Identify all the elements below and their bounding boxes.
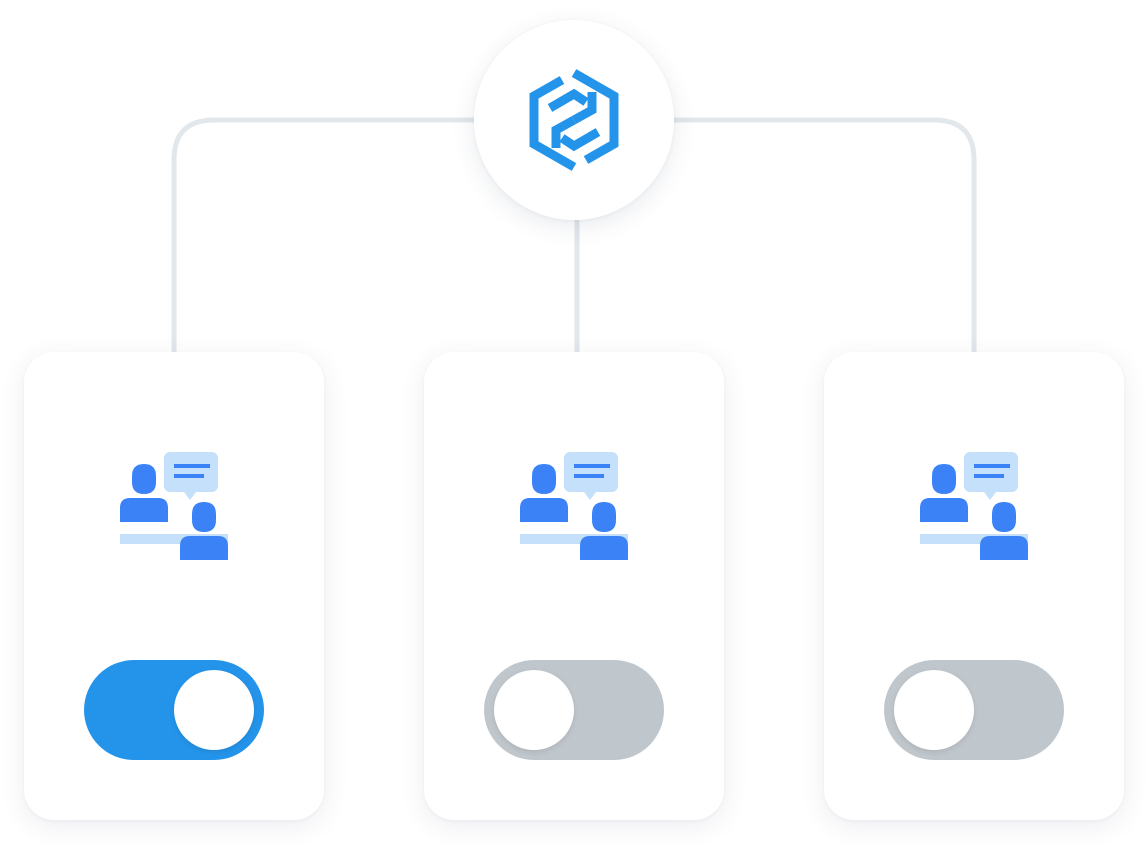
agents-chat-icon <box>920 452 1028 560</box>
toggle-switch[interactable] <box>884 660 1064 760</box>
connector-right <box>674 117 977 352</box>
toggle-switch[interactable] <box>484 660 664 760</box>
toggle-knob <box>494 670 574 750</box>
agents-chat-icon <box>520 452 628 560</box>
toggle-knob <box>894 670 974 750</box>
connector-left <box>171 117 474 352</box>
node-card-1 <box>24 352 324 820</box>
hexagon-logo-icon <box>529 69 619 171</box>
agents-chat-icon <box>120 452 228 560</box>
toggle-switch[interactable] <box>84 660 264 760</box>
toggle-knob <box>174 670 254 750</box>
node-card-2 <box>424 352 724 820</box>
node-card-3 <box>824 352 1124 820</box>
hub-node <box>474 20 674 220</box>
